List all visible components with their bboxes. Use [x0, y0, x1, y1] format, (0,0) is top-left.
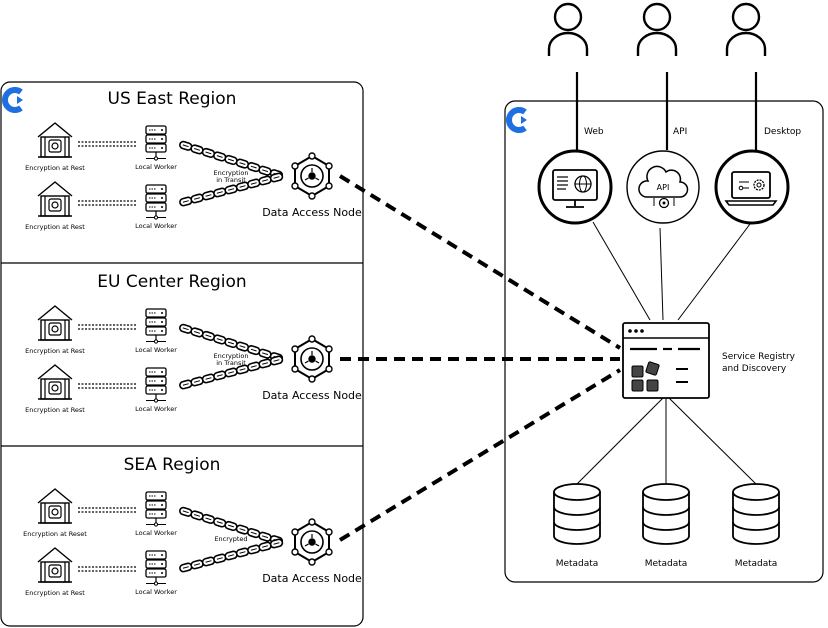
- data-access-node-label: Data Access Node: [262, 206, 362, 219]
- api-client-icon: API: [626, 150, 700, 224]
- metadata-label: Metadata: [645, 559, 688, 569]
- transit-label: in Transit: [216, 176, 246, 184]
- user-icon: [547, 2, 589, 58]
- worker-label: Local Worker: [135, 529, 177, 537]
- data-access-node-label: Data Access Node: [262, 572, 362, 585]
- region-title: SEA Region: [124, 455, 221, 475]
- client-link-line: [677, 223, 751, 321]
- regions-panel: [0, 81, 364, 627]
- api-icon-text: API: [657, 183, 670, 192]
- transit-label: Encrypted: [214, 535, 247, 543]
- database-icon: [553, 483, 601, 545]
- registry-db-line: [576, 397, 664, 485]
- worker-label: Local Worker: [135, 405, 177, 413]
- storage-label: Encryption at Reset: [23, 530, 87, 538]
- storage-label: Encryption at Rest: [25, 406, 85, 414]
- data-access-node-label: Data Access Node: [262, 389, 362, 402]
- storage-label: Encryption at Rest: [25, 164, 85, 172]
- transit-label: in Transit: [216, 359, 246, 367]
- worker-label: Local Worker: [135, 588, 177, 596]
- storage-label: Encryption at Rest: [25, 589, 85, 597]
- client-label-web: Web: [584, 127, 604, 137]
- storage-label: Encryption at Rest: [25, 347, 85, 355]
- user-icon: [725, 2, 767, 58]
- registry-db-line: [668, 397, 757, 485]
- transit-label: Encryption: [214, 169, 249, 177]
- client-link-line: [659, 227, 664, 321]
- transit-label: Encryption: [214, 352, 249, 360]
- registry-label-line2: and Discovery: [722, 364, 787, 374]
- service-registry-icon: [622, 322, 710, 399]
- registry-label-line1: Service Registry: [722, 352, 796, 362]
- node-registry-connector: [338, 368, 622, 542]
- worker-label: Local Worker: [135, 346, 177, 354]
- storage-label: Encryption at Rest: [25, 223, 85, 231]
- region-title: EU Center Region: [97, 272, 246, 292]
- client-link-line: [592, 221, 651, 321]
- region-title: US East Region: [108, 89, 237, 109]
- database-icon: [642, 483, 690, 545]
- database-icon: [732, 483, 780, 545]
- client-label-api: API: [673, 127, 687, 137]
- metadata-label: Metadata: [556, 559, 599, 569]
- client-label-desktop: Desktop: [764, 127, 801, 137]
- user-icon: [636, 2, 678, 58]
- metadata-label: Metadata: [735, 559, 778, 569]
- web-client-icon: [537, 149, 613, 225]
- node-registry-connector: [338, 174, 622, 350]
- desktop-client-icon: [714, 149, 790, 225]
- worker-label: Local Worker: [135, 163, 177, 171]
- worker-label: Local Worker: [135, 222, 177, 230]
